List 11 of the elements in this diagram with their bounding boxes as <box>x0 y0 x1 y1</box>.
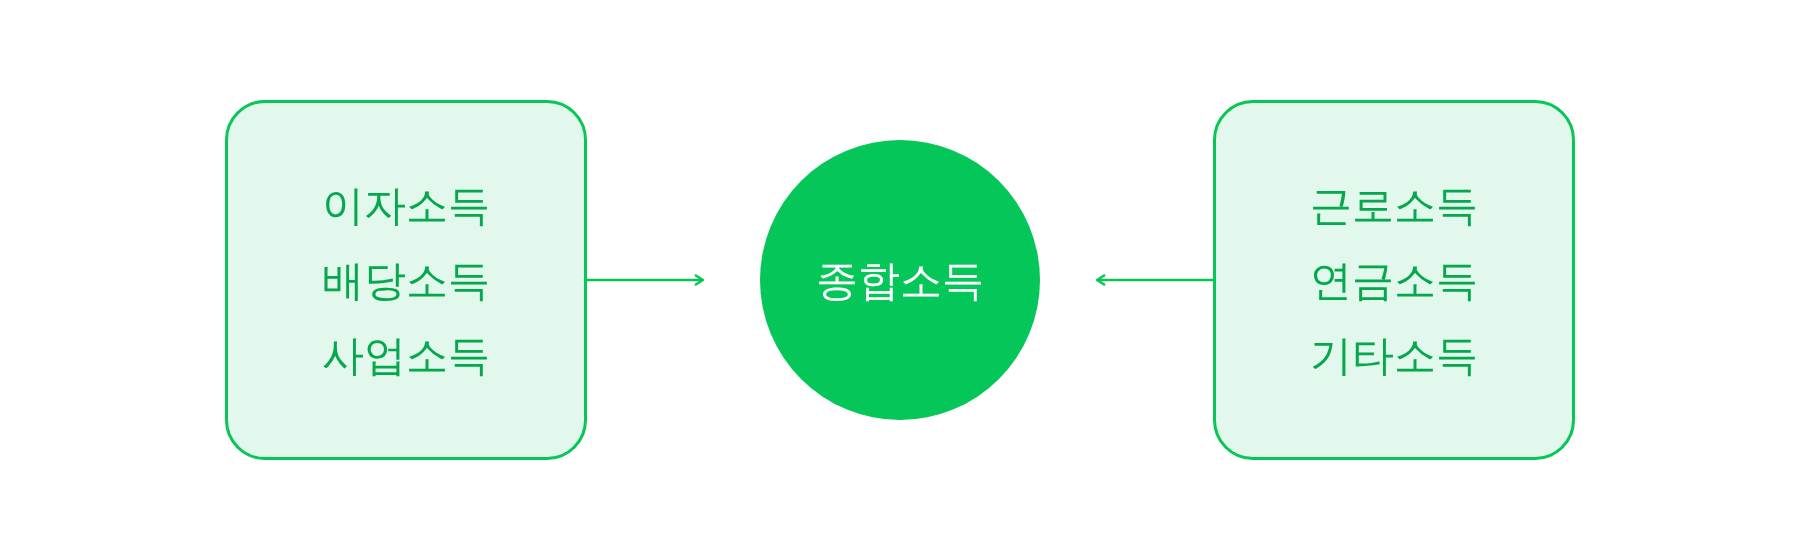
rounded-box <box>1213 100 1575 460</box>
arrow <box>587 273 705 287</box>
item-label: 근로소득 <box>1310 179 1478 232</box>
item-label: 연금소득 <box>1310 254 1478 307</box>
item-label: 배당소득 <box>322 254 490 307</box>
item-label: 사업소득 <box>322 329 490 382</box>
item-label: 기타소득 <box>1310 329 1478 382</box>
item-label: 이자소득 <box>322 179 490 232</box>
arrow <box>1095 273 1213 287</box>
circle-label: 종합소득 <box>816 254 984 307</box>
rounded-box <box>225 100 587 460</box>
